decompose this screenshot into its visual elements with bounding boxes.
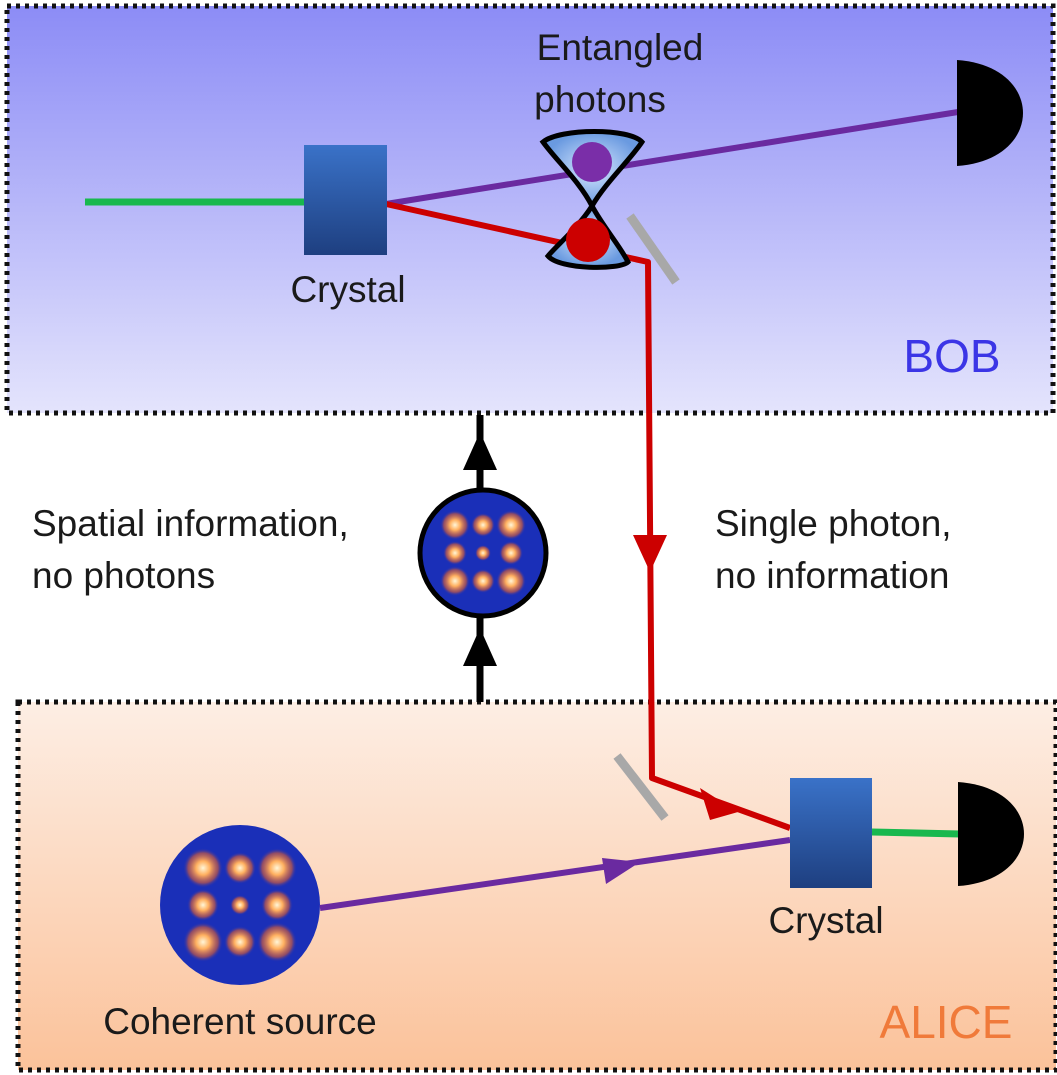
bob-label: BOB bbox=[903, 330, 1000, 382]
light-spot bbox=[496, 566, 526, 596]
light-spot bbox=[183, 848, 223, 888]
pump-beam-bottom bbox=[871, 828, 961, 838]
idler-arrow-right bbox=[700, 788, 738, 820]
mirror-top bbox=[626, 213, 680, 285]
light-spot bbox=[224, 852, 256, 884]
light-spot bbox=[440, 510, 470, 540]
detector-bottom bbox=[958, 782, 1024, 886]
signal-beam-top bbox=[385, 109, 959, 207]
info-arrow-lower bbox=[463, 628, 497, 666]
spatial-pattern-icon bbox=[417, 487, 549, 619]
light-spot bbox=[183, 922, 223, 962]
spatial-label-line2: no photons bbox=[32, 555, 215, 596]
coherent-source-icon bbox=[160, 825, 320, 985]
detector-top bbox=[957, 60, 1023, 166]
light-spot bbox=[471, 569, 495, 593]
light-spot bbox=[499, 541, 523, 565]
coherent-source-label: Coherent source bbox=[103, 1001, 377, 1042]
info-arrow-upper bbox=[463, 432, 497, 470]
bob-region bbox=[4, 3, 1056, 416]
light-spot bbox=[257, 922, 297, 962]
crystal-bottom-label: Crystal bbox=[768, 900, 883, 941]
light-spot bbox=[443, 541, 467, 565]
crystal-top-label: Crystal bbox=[290, 269, 405, 310]
entangled-label-line2: photons bbox=[534, 79, 666, 120]
mirror-bottom bbox=[613, 753, 669, 821]
light-spot bbox=[471, 513, 495, 537]
light-spot bbox=[496, 510, 526, 540]
crystal-top bbox=[304, 145, 387, 255]
light-spot bbox=[440, 566, 470, 596]
light-spot bbox=[257, 848, 297, 888]
single-photon-label-line2: no information bbox=[715, 555, 949, 596]
spatial-label-line1: Spatial information, bbox=[32, 503, 349, 544]
idler-arrow-down bbox=[633, 535, 667, 572]
coherent-beam bbox=[319, 837, 791, 911]
alice-label: ALICE bbox=[880, 996, 1013, 1048]
crystal-bottom bbox=[790, 778, 872, 888]
light-spot bbox=[224, 926, 256, 958]
entangled-label-line1: Entangled bbox=[537, 27, 704, 68]
light-spot bbox=[261, 889, 293, 921]
coherent-arrow bbox=[602, 858, 640, 884]
single-photon-label-line1: Single photon, bbox=[715, 503, 952, 544]
light-spot bbox=[187, 889, 219, 921]
light-spot bbox=[230, 895, 250, 915]
entangled-photons-icon bbox=[539, 129, 646, 270]
light-spot bbox=[475, 545, 491, 561]
